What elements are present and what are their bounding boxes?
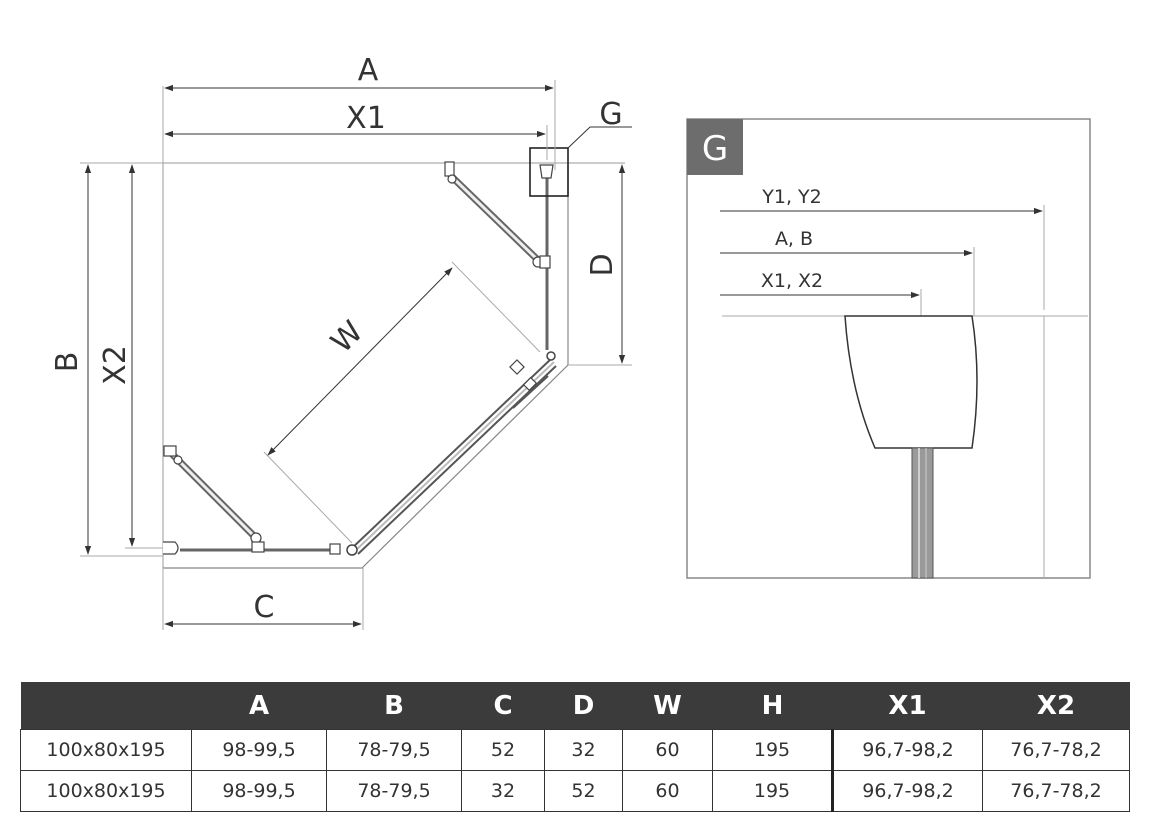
diagonal-door-panel	[346, 351, 557, 556]
cell-model: 100x80x195	[20, 729, 192, 771]
cell-d: 52	[544, 770, 623, 812]
enclosure-outline	[163, 163, 569, 569]
cell-w: 60	[622, 770, 713, 812]
header-h: H	[712, 682, 833, 730]
header-a: A	[191, 682, 327, 730]
cell-h: 195	[712, 770, 833, 812]
plan-view	[162, 126, 632, 569]
wall-profile-top	[539, 164, 554, 179]
label-w: W	[324, 314, 370, 360]
header-model	[20, 682, 192, 730]
cell-w: 60	[622, 729, 713, 771]
detail-g-panel: G Y1, Y2 A, B X1, X2	[686, 118, 1091, 579]
stabiliser-bar-bottom	[163, 445, 265, 553]
detail-label-ab: A, B	[775, 228, 813, 250]
cell-x1: 96,7-98,2	[831, 729, 983, 771]
cell-a: 98-99,5	[191, 729, 327, 771]
label-a: A	[358, 53, 379, 88]
dimension-lines	[80, 80, 632, 630]
bottom-hinge	[329, 543, 341, 555]
header-x1: X1	[832, 682, 983, 730]
header-c: C	[461, 682, 545, 730]
detail-label-y1y2: Y1, Y2	[761, 186, 821, 208]
dimension-table: A B C D W H X1 X2 100x80x195 98-99,5 78-…	[20, 682, 1130, 812]
table-row: 100x80x195 98-99,5 78-79,5 52 32 60 195 …	[20, 729, 1130, 771]
table-row: 100x80x195 98-99,5 78-79,5 32 52 60 195 …	[20, 770, 1130, 812]
cell-h: 195	[712, 729, 833, 771]
detail-g-box	[529, 147, 569, 197]
label-x1: X1	[346, 101, 386, 136]
detail-g-badge	[687, 119, 743, 175]
wall-profile-bottom	[163, 541, 179, 555]
label-c: C	[254, 590, 275, 625]
detail-g-leader	[567, 126, 591, 149]
detail-wall-profile	[844, 315, 978, 449]
header-x2: X2	[982, 682, 1130, 730]
cell-x2: 76,7-78,2	[982, 770, 1130, 812]
detail-label-x1x2: X1, X2	[761, 270, 823, 292]
cell-c: 32	[461, 770, 545, 812]
cell-c: 52	[461, 729, 545, 771]
cell-a: 98-99,5	[191, 770, 327, 812]
table-header-row: A B C D W H X1 X2	[20, 682, 1130, 730]
cell-x1: 96,7-98,2	[831, 770, 983, 812]
label-x2: X2	[98, 345, 133, 385]
cell-x2: 76,7-78,2	[982, 729, 1130, 771]
header-d: D	[544, 682, 623, 730]
header-w: W	[622, 682, 713, 730]
header-b: B	[326, 682, 462, 730]
detail-glass-edge	[911, 447, 934, 579]
cell-b: 78-79,5	[326, 729, 462, 771]
stabiliser-bar-top	[444, 161, 551, 269]
technical-drawing: A X1 G B X2 D W C G Y1, Y2 A, B X1, X2	[50, 53, 1091, 630]
cell-model: 100x80x195	[20, 770, 192, 812]
dimension-w-line	[267, 267, 453, 456]
label-b: B	[50, 352, 85, 373]
cell-d: 32	[544, 729, 623, 771]
detail-g-badge-text: G	[702, 129, 728, 169]
cell-b: 78-79,5	[326, 770, 462, 812]
label-d: D	[585, 253, 620, 276]
label-g: G	[599, 97, 622, 132]
